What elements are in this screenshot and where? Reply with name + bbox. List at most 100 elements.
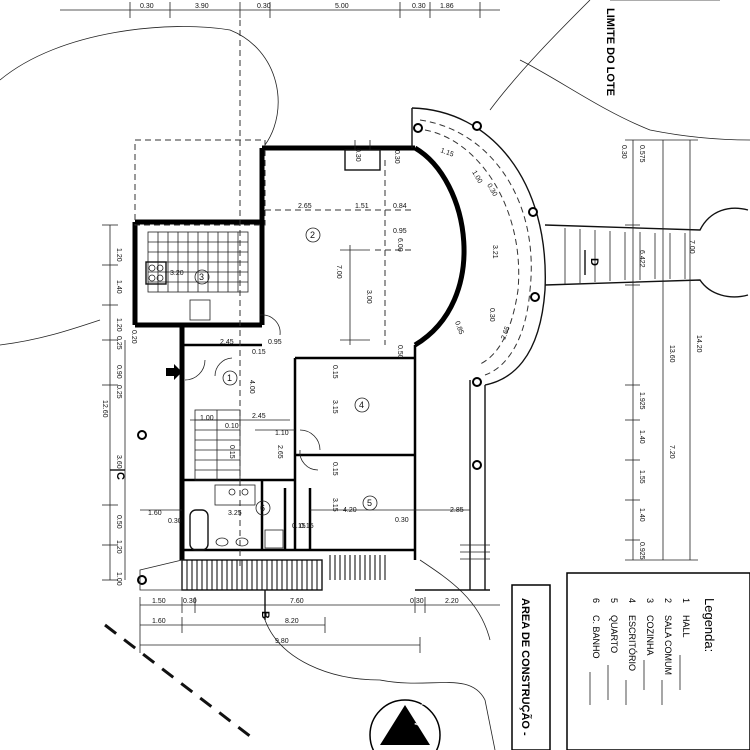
dim-bottom-5: 2.20 [445,598,459,605]
dim-inner-18: 0.15 [252,349,266,356]
bottom-dimension-chain: 1.50 0.30 7.60 0.30 2.20 1.60 8.20 9.80 [139,597,500,653]
dim-inner-30: 3.15 [331,498,338,512]
dim-inner-21: 0.15 [331,462,338,476]
dim-right-5: 13.60 [668,345,675,363]
dim-inner-6: 0.30 [485,183,498,198]
dim-right-2: 0.575 [638,145,645,163]
interior-dimension-lines [140,160,470,511]
bathroom-fixtures [189,484,284,551]
dim-kitchen: 3.20 [170,270,184,277]
dim-left-1: 1.20 [115,248,122,262]
dim-fireplace-2: 0.30 [393,150,400,164]
dim-right-3: 7.00 [688,240,695,254]
dim-inner-24: 0.10 [225,423,239,430]
legend-num-6: 6 [591,598,601,603]
room-label-3: 3 [199,272,204,282]
dim-inner-31: 4.20 [343,507,357,514]
dim-inner-27: 2.65 [276,445,283,459]
dim-right-12: 0.925 [638,542,645,560]
room-labels: 3 2 1 4 5 6 [194,227,378,516]
dim-inner-26: 1.10 [275,430,289,437]
dim-fireplace-1: 0.30 [354,148,361,162]
dim-inner-35: 0.30 [168,518,182,525]
stairs [194,409,241,481]
dim-bottom-1: 1.50 [152,598,166,605]
legend-num-3: 3 [645,598,655,603]
dim-inner-4: 1.15 [439,147,454,158]
dim-top-6: 1.86 [440,3,454,10]
section-label-c: C [114,472,126,480]
dim-inner-17: 0.95 [268,339,282,346]
north-label: NORTE [412,695,432,728]
dim-bottom-7: 8.20 [285,618,299,625]
dim-inner-28: 0.15 [228,445,235,459]
dim-inner-13: 0.85 [453,320,464,335]
dim-inner-19: 4.00 [248,380,255,394]
section-mark-c: C [110,469,126,480]
dim-left-12: 1.00 [115,572,122,586]
north-arrow: NORTE [369,695,441,750]
dim-left-11: 1.20 [115,540,122,554]
legend: Legenda: 1 HALL 2 SALA COMUM 3 COZINHA 4… [566,572,750,750]
dim-bottom-8: 9.80 [275,638,289,645]
doors [184,314,321,471]
dim-left-6: 0.25 [115,385,122,399]
dim-inner-34: 1.60 [148,510,162,517]
room-label-2: 2 [310,230,315,240]
dim-inner-9: 3.21 [491,245,498,259]
top-dimension-chain: 0.30 3.90 0.30 5.00 0.30 1.86 [60,2,500,18]
exterior-stair-right [544,207,749,298]
dim-right-6: 14.20 [695,335,702,353]
entrance-arrow-icon [166,364,182,380]
dim-left-9: 3.60 [115,455,122,469]
dim-top-1: 0.30 [140,3,154,10]
kitchen-tiles [145,231,249,321]
section-label-d: D [588,258,600,266]
fireplace [344,140,381,171]
dim-left-8: 12.60 [101,400,108,418]
room-label-5: 5 [367,498,372,508]
section-label-b: B [259,611,271,619]
dim-right-4: 6.422 [638,250,645,268]
legend-title: Legenda: [702,598,717,652]
dim-bottom-4: 0.30 [410,598,424,605]
dim-left-4: 0.25 [115,336,122,350]
dim-inner-20: 0.15 [331,365,338,379]
lot-limit-label: LIMITE DO LOTE [604,8,616,96]
dim-left-5: 0.90 [115,365,122,379]
area-label-box: AREA DE CONSTRUÇÃO - [511,584,551,750]
dim-inner-36: 3.25 [228,510,242,517]
dim-left-7: 0.20 [130,330,137,344]
dim-inner-25: 2.45 [252,413,266,420]
dim-inner-32: 0.30 [395,517,409,524]
dim-inner-37: 0.15 [292,523,306,530]
area-label: AREA DE CONSTRUÇÃO - [519,598,532,736]
room-label-4: 4 [359,400,364,410]
legend-num-5: 5 [609,598,619,603]
dim-inner-1: 2.65 [298,203,312,210]
legend-name-2: SALA COMUM [663,615,673,675]
dim-bottom-6: 1.60 [152,618,166,625]
dim-top-2: 3.90 [195,3,209,10]
dim-top-4: 5.00 [335,3,349,10]
room-label-6: 6 [260,503,265,513]
dim-right-11: 1.40 [638,508,645,522]
section-mark-b: B [259,590,271,620]
columns [137,121,540,585]
dim-right-10: 1.55 [638,470,645,484]
dim-right-9: 1.40 [638,430,645,444]
right-dimension-chain: 0.30 0.575 7.00 6.422 13.60 14.20 1.925 … [620,139,702,561]
section-mark-d: D [584,250,600,275]
legend-name-6: C. BANHO [591,615,601,659]
dim-inner-2: 1.51 [355,203,369,210]
bottom-steps [139,555,386,591]
legend-name-5: QUARTO [609,615,619,653]
building-walls [132,20,467,570]
dim-inner-29: 0.15 [300,523,314,530]
dim-inner-12: 0.30 [488,308,495,322]
dim-inner-7: 0.95 [393,228,407,235]
dim-bottom-2: 0.30 [183,598,197,605]
terrace-curves [411,107,546,591]
